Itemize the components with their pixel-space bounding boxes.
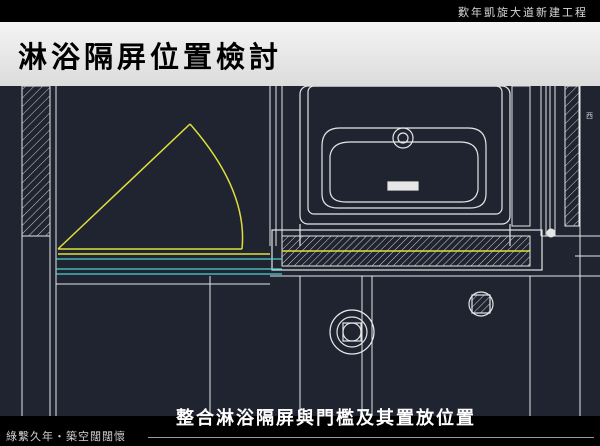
bottom-rule: [148, 437, 594, 438]
floor-drain-right: [468, 291, 494, 317]
small-label: 西: [586, 112, 593, 120]
threshold-curb: [271, 229, 543, 271]
floor-drain-left: [329, 309, 375, 355]
title-bar: 淋浴隔屏位置檢討: [0, 22, 600, 86]
top-strip: 歎年凱旋大道新建工程: [0, 0, 600, 22]
project-name: 歎年凱旋大道新建工程: [458, 6, 588, 19]
bathtub: [299, 86, 511, 246]
partition-lines: [56, 86, 600, 416]
slide-title: 淋浴隔屏位置檢討: [18, 40, 283, 74]
right-column: [511, 86, 600, 416]
caption: 整合淋浴隔屏與門檻及其置放位置: [176, 408, 476, 429]
footer-text: 綠繫久年・築空闊闊懷: [6, 430, 126, 443]
glass-screen: [56, 258, 282, 275]
shower-door-swing: [57, 123, 270, 255]
left-wall: [21, 86, 57, 416]
cad-drawing: 西: [0, 86, 600, 416]
